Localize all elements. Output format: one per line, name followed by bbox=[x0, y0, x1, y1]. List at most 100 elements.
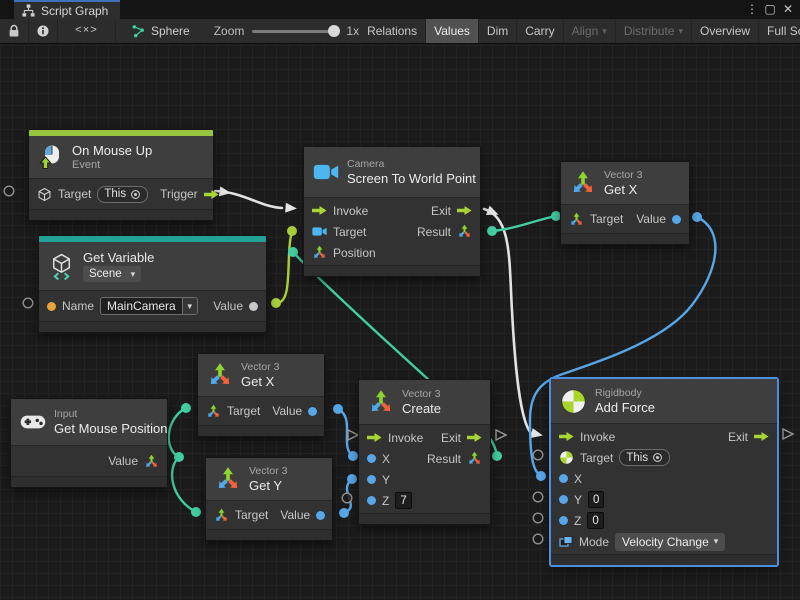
port-label: Invoke bbox=[580, 429, 616, 444]
port-dot[interactable] bbox=[367, 496, 376, 505]
wire-endpoint-dot[interactable] bbox=[287, 226, 297, 236]
wire-endpoint-dot[interactable] bbox=[339, 508, 349, 518]
value-field[interactable]: 7 bbox=[395, 492, 412, 509]
unconnected-port-circle[interactable] bbox=[532, 491, 544, 503]
port-dot[interactable] bbox=[367, 475, 376, 484]
toolbar-overview-button[interactable]: Overview bbox=[692, 19, 760, 43]
flow-arrow-icon[interactable] bbox=[467, 432, 482, 443]
scope-dropdown[interactable]: Scene▾ bbox=[83, 266, 142, 282]
unconnected-port-circle[interactable] bbox=[532, 449, 544, 461]
code-button[interactable]: <×> bbox=[58, 19, 116, 43]
unconnected-port-circle[interactable] bbox=[532, 512, 544, 524]
breadcrumb[interactable]: Sphere bbox=[132, 19, 190, 43]
value-field[interactable]: 0 bbox=[587, 512, 604, 529]
toolbar-relations-button[interactable]: Relations bbox=[359, 19, 427, 43]
wire-endpoint-dot[interactable] bbox=[348, 451, 358, 461]
lock-button[interactable] bbox=[0, 19, 29, 43]
port-dot[interactable] bbox=[316, 510, 326, 520]
toolbar-dim-button[interactable]: Dim bbox=[479, 19, 518, 43]
zoom-slider[interactable] bbox=[252, 24, 341, 37]
wire-camera-result-to-getxtop-target[interactable] bbox=[490, 214, 558, 233]
flow-arrow-icon[interactable] bbox=[754, 431, 769, 442]
port-dot[interactable] bbox=[367, 454, 376, 463]
flow-arrow-icon[interactable] bbox=[367, 432, 382, 443]
unconnected-port-circle[interactable] bbox=[22, 297, 34, 309]
wire-endpoint-dot[interactable] bbox=[191, 507, 201, 517]
wire-mouseup-trigger-to-camera-invoke[interactable] bbox=[211, 189, 284, 210]
port-dot[interactable] bbox=[559, 474, 568, 483]
target-self-pill[interactable]: This bbox=[619, 449, 671, 466]
wire-mouse-value-to-getxmid-target[interactable] bbox=[167, 406, 188, 459]
toolbar-carry-button[interactable]: Carry bbox=[517, 19, 564, 43]
close-icon[interactable]: ✕ bbox=[782, 2, 794, 16]
toolbar-full-screen-button[interactable]: Full Screen bbox=[759, 19, 800, 43]
wire-endpoint-dot[interactable] bbox=[492, 451, 502, 461]
port-dot[interactable] bbox=[47, 301, 56, 311]
port-dot[interactable] bbox=[672, 214, 681, 224]
value-field[interactable]: 0 bbox=[588, 491, 605, 508]
unconnected-flow-triangle[interactable] bbox=[347, 428, 360, 442]
info-button[interactable] bbox=[29, 19, 58, 43]
target-self-pill[interactable]: This bbox=[97, 185, 149, 203]
wire-endpoint-dot[interactable] bbox=[181, 403, 191, 413]
wire-variable-value-to-camera-target[interactable] bbox=[274, 229, 294, 305]
toolbar-align-button[interactable]: Align▾ bbox=[564, 19, 616, 43]
wire-endpoint-dot[interactable] bbox=[174, 452, 184, 462]
wire-endpoint-dot[interactable] bbox=[288, 247, 298, 257]
flow-arrow-icon[interactable] bbox=[559, 431, 574, 442]
unconnected-flow-triangle[interactable] bbox=[495, 428, 508, 442]
wire-gety-value-to-create-y[interactable] bbox=[342, 477, 354, 515]
chevron-down-icon[interactable]: ▼ bbox=[181, 298, 197, 314]
flow-arrow-icon[interactable] bbox=[312, 205, 327, 216]
flow-arrow-icon[interactable] bbox=[457, 205, 472, 216]
mode-dropdown[interactable]: Velocity Change▾ bbox=[615, 532, 726, 551]
toolbar-distribute-button[interactable]: Distribute▾ bbox=[616, 19, 693, 43]
wire-endpoint-dot[interactable] bbox=[692, 212, 702, 222]
wire-getxmid-value-to-create-x[interactable] bbox=[336, 407, 355, 458]
wire-mouse-value-to-gety-target[interactable] bbox=[170, 455, 198, 514]
wire-endpoint-dot[interactable] bbox=[271, 298, 281, 308]
zoom-slider-handle[interactable] bbox=[328, 24, 341, 37]
port-label: Target bbox=[227, 404, 261, 418]
maximize-icon[interactable]: ▢ bbox=[764, 2, 776, 16]
wire-endpoint-dot[interactable] bbox=[536, 471, 546, 481]
wire-camera-exit-to-addforce-invoke[interactable] bbox=[482, 207, 533, 435]
unconnected-port-circle[interactable] bbox=[532, 533, 544, 545]
menu-icon[interactable]: ⋮ bbox=[746, 2, 758, 16]
unconnected-flow-triangle[interactable] bbox=[782, 427, 795, 441]
variable-name-dropdown[interactable]: MainCamera▼ bbox=[100, 297, 198, 315]
node-kicker: Vector 3 bbox=[402, 387, 441, 400]
flow-arrow-icon[interactable] bbox=[203, 189, 219, 200]
wire-endpoint-dot[interactable] bbox=[487, 226, 497, 236]
port-dot[interactable] bbox=[249, 301, 258, 311]
port-dot[interactable] bbox=[308, 406, 318, 416]
unconnected-port-circle[interactable] bbox=[341, 492, 353, 504]
port-label: Target bbox=[235, 508, 269, 522]
wire-endpoint-dot[interactable] bbox=[333, 404, 343, 414]
unconnected-port-circle[interactable] bbox=[3, 185, 15, 197]
port-dot[interactable] bbox=[559, 495, 568, 504]
wire-endpoint-dot[interactable] bbox=[347, 474, 357, 484]
toolbar-values-button[interactable]: Values bbox=[426, 19, 479, 43]
tab-script-graph[interactable]: Script Graph bbox=[14, 0, 121, 19]
port-dot[interactable] bbox=[559, 516, 568, 525]
